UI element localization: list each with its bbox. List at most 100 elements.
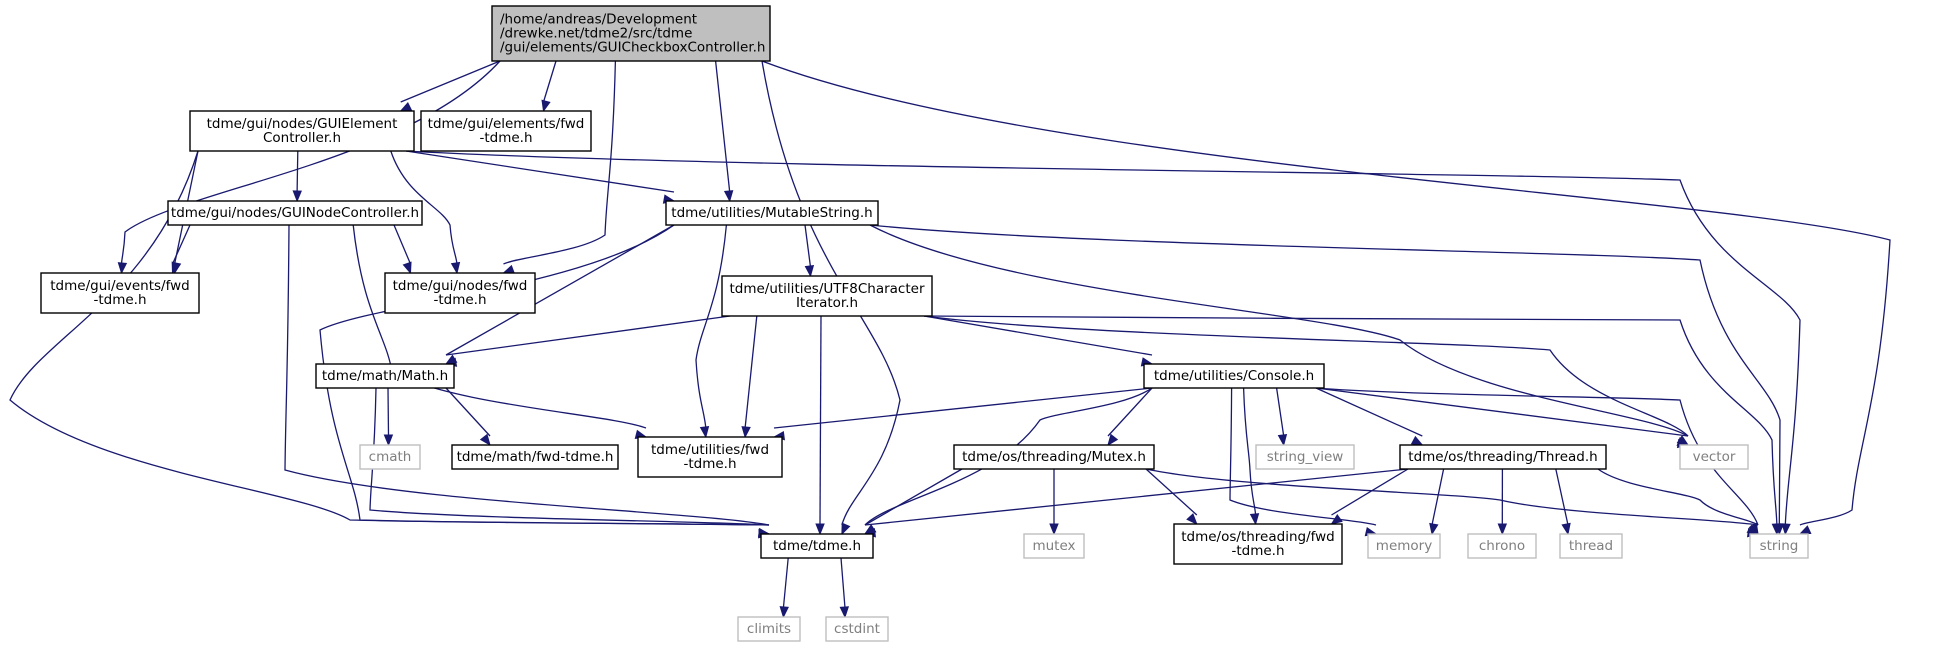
edge-line: [864, 468, 1409, 526]
edge-line: [1275, 387, 1285, 437]
edge-arrowhead: [1771, 523, 1782, 536]
header-node-math[interactable]: tdme/math/Math.h: [315, 363, 455, 389]
include-edge-nodectrl-to-nodesfwd: [393, 224, 412, 275]
edge-arrowhead: [1186, 513, 1198, 525]
edge-line: [1331, 468, 1409, 516]
edge-line: [1107, 387, 1153, 437]
node-box: [1679, 444, 1749, 470]
include-edge-nodectrl-to-utilfwd: [352, 224, 648, 439]
node-box: [1367, 533, 1441, 559]
node-label-line: vector: [1693, 449, 1736, 465]
header-node-mathfwd[interactable]: tdme/math/fwd-tdme.h: [451, 444, 619, 470]
include-edge-root-to-elemctrl: [399, 60, 501, 112]
node-label-line: cstdint: [834, 621, 880, 637]
nodes-layer: /home/andreas/Development/drewke.net/tdm…: [40, 5, 1809, 642]
edge-line: [782, 557, 789, 609]
node-box: [953, 444, 1155, 470]
edge-line: [542, 60, 557, 103]
node-label-line: -tdme.h: [683, 456, 736, 472]
include-edge-tdme-to-climits: [779, 557, 789, 619]
edge-line: [400, 60, 501, 103]
header-node-console[interactable]: tdme/utilities/Console.h: [1143, 363, 1325, 389]
node-label-line: -tdme.h: [93, 292, 146, 308]
edge-arrowhead: [117, 262, 128, 275]
node-label-line: /gui/elements/GUICheckboxController.h: [500, 40, 766, 56]
node-box: [359, 444, 421, 470]
node-label-line: string: [1760, 538, 1799, 554]
edge-line: [761, 60, 1891, 526]
node-label-line: -tdme.h: [479, 130, 532, 146]
header-node-mutstr[interactable]: tdme/utilities/MutableString.h: [665, 200, 879, 226]
header-node-nodectrl[interactable]: tdme/gui/nodes/GUINodeController.h: [167, 200, 423, 226]
edge-arrowhead: [723, 190, 734, 203]
external-header-node-memory: memory: [1367, 533, 1441, 559]
edge-arrowhead: [1561, 522, 1571, 536]
node-box: [1749, 533, 1809, 559]
edge-line: [804, 224, 812, 268]
header-node-elemfwd[interactable]: tdme/gui/elements/fwd-tdme.h: [420, 110, 592, 152]
node-label-line: tdme/gui/elements/fwd: [428, 116, 585, 132]
edge-line: [869, 224, 1781, 526]
node-label-line: tdme/utilities/MutableString.h: [671, 205, 872, 221]
node-label-line: thread: [1569, 538, 1613, 554]
external-header-node-chrono: chrono: [1467, 533, 1537, 559]
node-box: [1559, 533, 1623, 559]
edge-arrowhead: [1497, 523, 1508, 536]
header-node-tdme[interactable]: tdme/tdme.h: [760, 533, 874, 559]
edge-line: [445, 315, 731, 356]
edge-arrowhead: [399, 102, 413, 112]
edge-arrowhead: [699, 425, 710, 439]
edge-line: [405, 150, 675, 193]
external-header-node-vector: vector: [1679, 444, 1749, 470]
node-box: [665, 200, 879, 226]
header-node-mutex[interactable]: tdme/os/threading/Mutex.h: [953, 444, 1155, 470]
node-box: [167, 200, 423, 226]
edge-arrowhead: [779, 606, 789, 619]
node-label-line: cmath: [369, 449, 412, 465]
edge-line: [1597, 468, 1759, 526]
external-header-node-mutexstd: mutex: [1023, 533, 1085, 559]
node-label-line: /home/andreas/Development: [500, 12, 697, 28]
node-label-line: tdme/utilities/Console.h: [1154, 368, 1314, 384]
node-label-line: tdme/os/threading/fwd: [1181, 529, 1335, 545]
header-node-threadfwd[interactable]: tdme/os/threading/fwd-tdme.h: [1173, 523, 1343, 565]
include-edge-thread-to-memory: [1429, 468, 1445, 536]
include-edge-console-to-stringview: [1275, 387, 1288, 447]
header-node-eventsfwd[interactable]: tdme/gui/events/fwd-tdme.h: [40, 272, 200, 314]
header-node-nodesfwd[interactable]: tdme/gui/nodes/fwd-tdme.h: [384, 272, 536, 314]
node-box: [40, 272, 200, 314]
node-label-line: tdme/gui/nodes/GUIElement: [207, 116, 398, 132]
node-label-line: mutex: [1032, 538, 1075, 554]
edge-arrowhead: [815, 523, 825, 536]
edge-arrowhead: [292, 190, 302, 203]
edge-arrowhead: [741, 426, 751, 439]
edge-line: [1315, 387, 1689, 437]
edge-line: [923, 315, 1153, 356]
include-edge-utf8-to-tdme: [815, 315, 825, 536]
node-box: [451, 444, 619, 470]
node-box: [637, 436, 783, 478]
include-edge-mutex-to-tdme: [863, 468, 963, 535]
edge-arrowhead: [839, 606, 850, 619]
edge-line: [390, 150, 458, 265]
edge-arrowhead: [1107, 433, 1119, 447]
include-edge-mutstr-to-utf8: [804, 224, 815, 278]
edge-line: [1145, 468, 1198, 516]
edge-line: [503, 60, 617, 265]
node-label-line: memory: [1376, 538, 1432, 554]
node-label-line: tdme/os/threading/Thread.h: [1408, 449, 1597, 465]
header-node-utilfwd[interactable]: tdme/utilities/fwd-tdme.h: [637, 436, 783, 478]
node-label-line: Controller.h: [263, 130, 341, 146]
edge-line: [869, 224, 1689, 437]
edge-arrowhead: [479, 433, 491, 447]
header-node-thread[interactable]: tdme/os/threading/Thread.h: [1399, 444, 1607, 470]
node-label-line: tdme/math/Math.h: [322, 368, 448, 384]
edge-line: [445, 387, 491, 437]
include-edge-thread-to-string: [1597, 468, 1760, 535]
include-edge-thread-to-threadfwd: [1330, 468, 1409, 525]
edge-line: [284, 224, 770, 526]
edge-line: [405, 150, 1801, 526]
edge-arrowhead: [1781, 523, 1791, 536]
